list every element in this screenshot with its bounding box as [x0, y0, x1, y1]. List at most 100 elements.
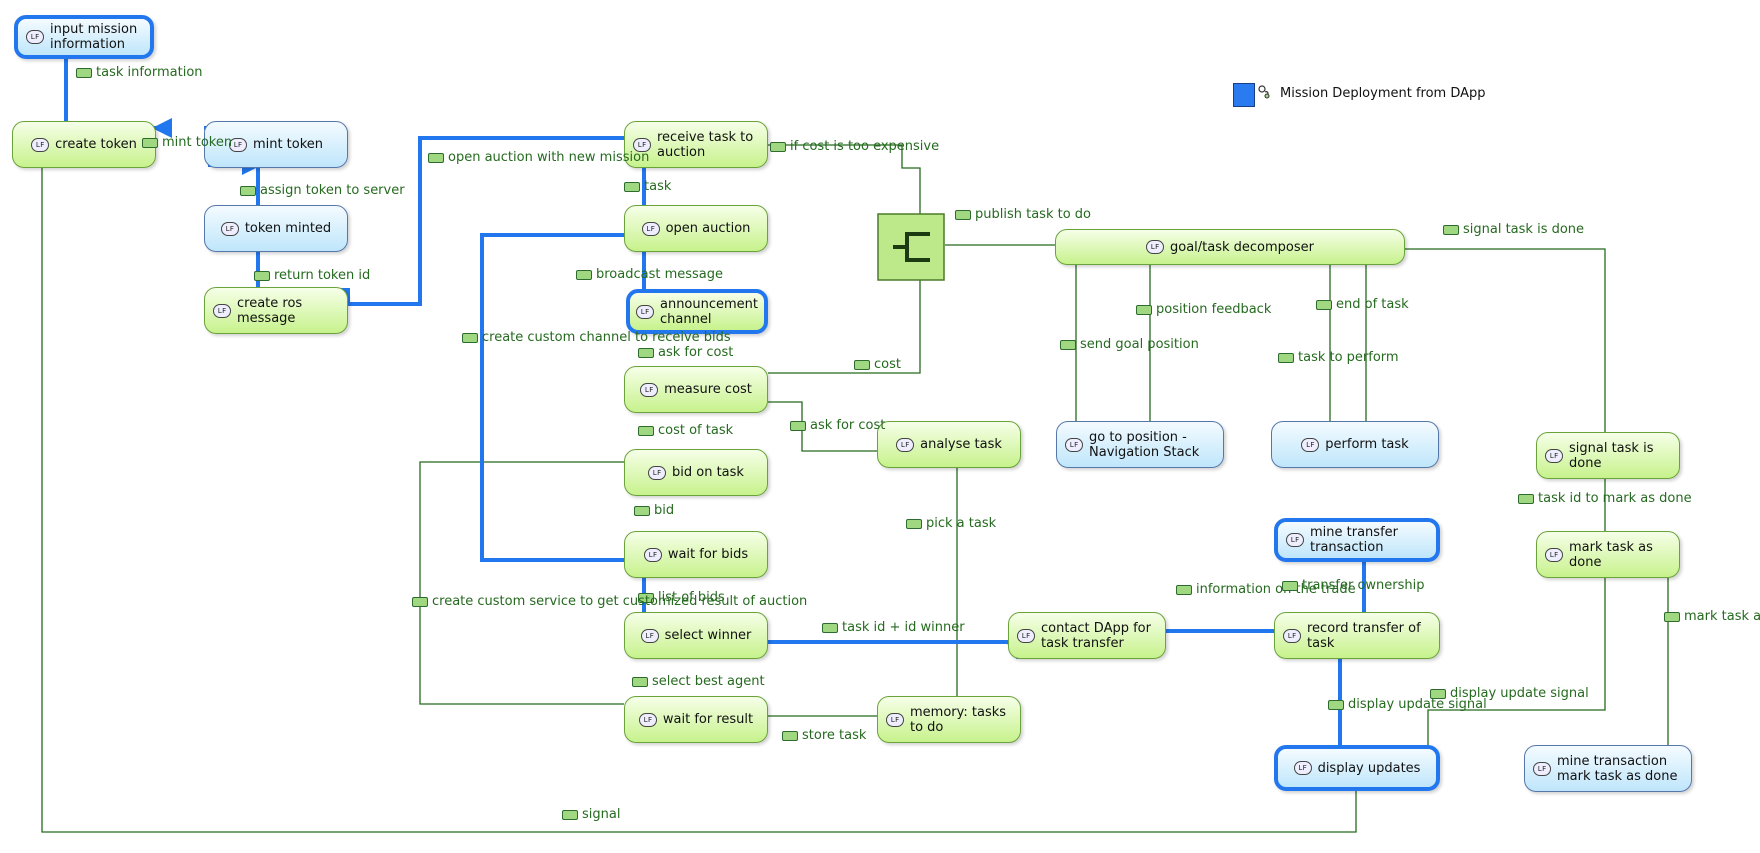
node-token-minted[interactable]: LF token minted [204, 205, 348, 252]
node-receive-task[interactable]: LF receive task to auction [624, 121, 768, 168]
link-tag-icon [1278, 352, 1294, 363]
link-label-send-goal: send goal position [1060, 337, 1199, 352]
link-tag-icon [632, 676, 648, 687]
link-tag-icon [254, 270, 270, 281]
link-label-signal: signal [562, 807, 620, 822]
node-label: open auction [665, 221, 751, 236]
link-label-text: mark task as done [1684, 609, 1760, 624]
link-label-text: broadcast message [596, 267, 724, 282]
thin-links [41, 144, 1669, 833]
node-lf-icon: LF [228, 137, 247, 152]
node-lf-icon: LF [633, 137, 651, 152]
node-lf-icon: LF [1293, 761, 1312, 775]
link-tag-icon [562, 809, 578, 820]
link-custom-service [419, 461, 624, 705]
link-label-return-token: return token id [254, 268, 370, 283]
link-display-update-signal [1427, 578, 1606, 745]
node-label: receive task to auction [657, 129, 754, 160]
link-label-select-best: select best agent [632, 674, 765, 689]
link-label-text: display update signal [1450, 686, 1589, 701]
link-label-text: task information [96, 65, 203, 80]
link-tag-icon [634, 505, 650, 516]
node-label: contact DApp for task transfer [1041, 620, 1151, 651]
link-tag-icon [624, 181, 640, 192]
node-label: go to position - Navigation Stack [1089, 429, 1200, 460]
link-label-text: ask for cost [810, 418, 886, 433]
link-label-text: task id to mark as done [1538, 491, 1692, 506]
link-label-mark-task-as-done: mark task as done [1664, 609, 1760, 624]
link-label-position-feedback: position feedback [1136, 302, 1271, 317]
link-label-text: mint token [162, 135, 233, 150]
link-signal-task-done [1405, 248, 1606, 432]
link-label-text: transfer ownership [1302, 578, 1425, 593]
link-label-cost: cost [854, 357, 901, 372]
link-tag-icon [1430, 688, 1446, 699]
node-label: mint token [252, 137, 324, 152]
link-label-custom-channel: create custom channel to receive bids [462, 330, 731, 345]
node-label: create ros message [237, 295, 303, 326]
node-lf-icon: LF [635, 304, 654, 319]
link-label-text: if cost is too expensive [790, 139, 940, 154]
link-tag-icon [790, 420, 806, 431]
node-create-ros[interactable]: LF create ros message [204, 287, 348, 334]
link-label-display-update-signal: display update signal [1430, 686, 1589, 701]
link-label-end-of-task: end of task [1316, 297, 1409, 312]
link-label-task-information: task information [76, 65, 203, 80]
flow-open-new [348, 136, 624, 306]
link-label-task-id-winner: task id + id winner [822, 620, 965, 635]
node-create-token[interactable]: LF create token [12, 121, 156, 168]
link-label-list-of-bids: list of bids [638, 590, 725, 605]
node-label: token minted [244, 221, 332, 236]
link-label-text: signal [582, 807, 621, 822]
link-label-text: display update signal [1348, 697, 1487, 712]
link-label-pick-a-task: pick a task [906, 516, 996, 531]
flow-custom-channel [480, 233, 624, 562]
link-label-ask-for-cost: ask for cost [638, 345, 733, 360]
link-label-text: bid [654, 503, 675, 518]
link-label-broadcast: broadcast message [576, 267, 723, 282]
link-label-text: task id + id winner [842, 620, 965, 635]
node-label: create token [55, 137, 137, 152]
link-label-text: task to perform [1298, 350, 1399, 365]
node-lf-icon: LF [886, 712, 904, 727]
mission-process-icon [1258, 85, 1270, 99]
node-lf-icon: LF [220, 221, 239, 236]
node-lf-icon: LF [640, 382, 659, 397]
link-tag-icon [1060, 339, 1076, 350]
node-label: analyse task [920, 437, 1002, 452]
link-label-text: end of task [1336, 297, 1409, 312]
node-lf-icon: LF [640, 628, 659, 643]
node-lf-icon: LF [213, 303, 231, 318]
node-lf-icon: LF [31, 137, 50, 152]
link-tag-icon [1443, 224, 1459, 235]
link-label-task-link: task [624, 179, 671, 194]
link-tag-icon [906, 518, 922, 529]
link-tag-icon [240, 185, 256, 196]
link-label-mint-token-link: mint token [142, 135, 232, 150]
node-mint-token[interactable]: LF mint token [204, 121, 348, 168]
link-label-task-to-perform: task to perform [1278, 350, 1399, 365]
link-tag-icon [76, 67, 92, 78]
flow-task-id-winner [768, 640, 1020, 659]
link-label-text: task [644, 179, 672, 194]
